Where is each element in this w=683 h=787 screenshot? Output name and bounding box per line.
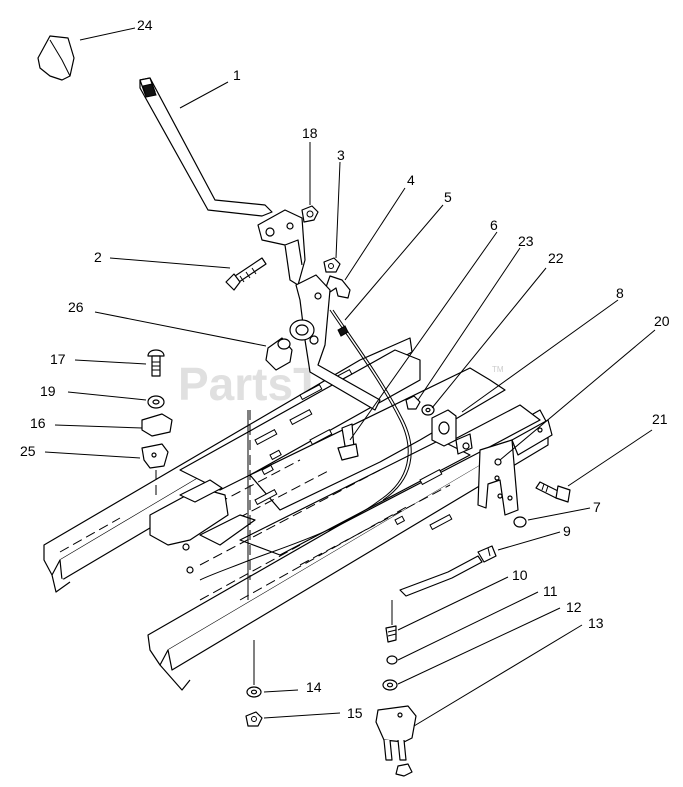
callout-15: 15 (347, 705, 363, 721)
callout-21: 21 (652, 411, 668, 427)
callout-3: 3 (337, 147, 345, 163)
linkage-rod-9 (399, 545, 497, 597)
nut-23 (405, 395, 421, 410)
bushing-26 (265, 337, 293, 371)
frame-rail-right (147, 409, 549, 691)
bracket-20 (477, 419, 553, 516)
callout-18: 18 (302, 125, 318, 141)
callout-12: 12 (566, 599, 582, 615)
callout-10: 10 (512, 567, 528, 583)
bolt-6 (337, 423, 359, 461)
callout-24: 24 (137, 17, 153, 33)
pivot-bracket-8 (431, 409, 473, 455)
alignment-lines (155, 410, 393, 685)
callout-14: 14 (306, 679, 322, 695)
washer-11 (386, 655, 398, 665)
washer-14 (246, 686, 262, 698)
nut-3 (323, 257, 341, 273)
shift-lever (139, 77, 273, 217)
callout-19: 19 (40, 383, 56, 399)
nut-15 (245, 711, 263, 727)
clamp-4 (324, 275, 351, 299)
callout-23: 23 (518, 233, 534, 249)
link-bracket-13 (375, 705, 417, 777)
callout-7: 7 (593, 499, 601, 515)
callout-6: 6 (490, 217, 498, 233)
bolt-10 (385, 625, 397, 643)
callouts: 24 1 18 3 4 5 6 23 22 2 26 8 20 17 19 16… (20, 17, 670, 721)
callout-5: 5 (444, 189, 452, 205)
lever-pivot-bracket (257, 209, 306, 286)
callout-13: 13 (588, 615, 604, 631)
carriage-bolt-17 (147, 349, 165, 377)
spacer-7 (513, 516, 527, 528)
leader-lines (44, 27, 656, 727)
callout-8: 8 (616, 285, 624, 301)
washer-19 (147, 395, 165, 409)
callout-11: 11 (543, 583, 558, 599)
callout-20: 20 (654, 313, 670, 329)
callout-4: 4 (407, 172, 415, 188)
callout-16: 16 (30, 415, 46, 431)
control-cable (199, 309, 412, 581)
callout-26: 26 (68, 299, 84, 315)
watermark-trademark: TM (492, 365, 504, 374)
callout-22: 22 (548, 250, 564, 266)
callout-17: 17 (50, 351, 66, 367)
shift-knob (37, 35, 75, 81)
callout-1: 1 (233, 67, 241, 83)
bolt-21 (535, 481, 571, 503)
lever-hub (289, 319, 319, 345)
bolt-2 (225, 257, 267, 291)
clip-16 (141, 413, 173, 437)
nut-18 (301, 205, 319, 223)
callout-9: 9 (563, 523, 571, 539)
callout-25: 25 (20, 443, 36, 459)
frame-bracket (149, 479, 256, 574)
washer-22 (421, 404, 435, 416)
callout-2: 2 (94, 249, 102, 265)
clip-25 (141, 443, 169, 469)
washer-12 (382, 679, 398, 691)
